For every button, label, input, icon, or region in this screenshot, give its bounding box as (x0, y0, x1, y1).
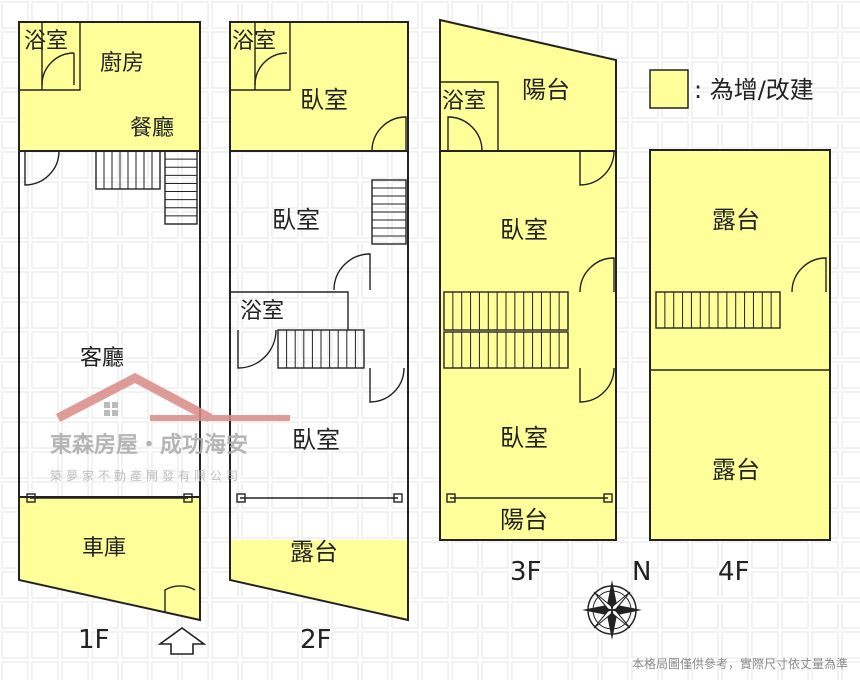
floor-label-4f: 4F (718, 557, 750, 587)
stairs-4f-steps (664, 292, 772, 328)
watermark-company: 東森房屋・成功海安 (50, 432, 248, 458)
stairs-1f-steps (103, 151, 197, 217)
room-label-3f-balcony-b: 陽台 (500, 506, 548, 534)
rail-end-2f-b (393, 493, 403, 503)
room-label-3f-balcony-a: 陽台 (522, 76, 570, 104)
room-label-3f-bedroom-a: 臥室 (500, 216, 548, 244)
door-swing-3f-balcony (579, 150, 615, 186)
compass-rose-icon (582, 580, 642, 640)
compass-label: N (632, 557, 651, 587)
bathroom-wall-1f (19, 22, 81, 91)
room-label-2f-bedroom-c: 臥室 (292, 426, 340, 454)
floor-label-1f: 1F (78, 625, 110, 655)
rail-end-1f-b (183, 493, 193, 503)
room-label-2f-bath: 浴室 (232, 29, 276, 54)
legend-swatch (649, 69, 689, 109)
door-swing-3f-bedroom-b (579, 367, 615, 403)
disclaimer-text: 本格局圖僅供參考，實際尺寸依丈量為準 (632, 656, 848, 671)
room-label-1f-living: 客廳 (80, 346, 124, 371)
floor-outline-4f (649, 149, 831, 541)
room-label-4f-terrace-a: 露台 (712, 206, 760, 234)
room-label-2f-bedroom-b: 臥室 (272, 206, 320, 234)
bathroom-wall-2f (230, 22, 291, 91)
legend: : 為增/改建 (649, 69, 814, 109)
rail-end-1f-a (26, 493, 36, 503)
addition-area-2f-bedroom (230, 22, 408, 151)
entrance-arrow-icon (157, 627, 207, 655)
room-label-3f-bedroom-b: 臥室 (500, 424, 548, 452)
stairs-2f-steps (286, 187, 406, 368)
room-label-1f-kitchen: 廚房 (100, 51, 144, 76)
addition-area-2f-terrace (230, 540, 408, 620)
door-swing-1f-entry (164, 585, 196, 612)
room-label-1f-dining: 餐廳 (130, 116, 174, 141)
compass: N (582, 557, 651, 640)
door-swing-3f-bath (447, 116, 483, 152)
door-swing-2f-bedroom (371, 116, 407, 152)
floor-outline-2f (229, 21, 409, 622)
door-swing-1f-bath (41, 52, 75, 86)
door-swing-2f-mid (333, 253, 371, 291)
floor-2f: 浴室 臥室 臥室 浴室 臥室 露台 2F (229, 21, 409, 655)
rail-end-3f-b (603, 493, 613, 503)
door-swing-2f-lower-bedroom (369, 367, 405, 403)
addition-area-4f (650, 150, 830, 540)
rail-end-3f-a (446, 493, 456, 503)
door-swing-2f-bath (254, 52, 288, 86)
stairs-3f-steps (452, 292, 560, 368)
floor-label-3f: 3F (510, 557, 542, 587)
room-label-2f-terrace: 露台 (290, 538, 338, 566)
watermark: 東森房屋・成功海安 築夢家不動產開發有限公司 (50, 372, 290, 483)
legend-text: : 為增/改建 (694, 76, 814, 104)
room-label-2f-bedroom-a: 臥室 (300, 86, 348, 114)
floor-3f: 陽台 浴室 臥室 臥室 陽台 3F (439, 18, 617, 587)
watermark-roof-icon (55, 372, 213, 422)
door-swing-1f-left (24, 150, 60, 186)
room-label-4f-terrace-b: 露台 (712, 456, 760, 484)
room-label-1f-garage: 車庫 (82, 536, 126, 561)
stairs-1f-b (164, 150, 198, 225)
door-swing-4f (791, 257, 827, 293)
door-swing-3f-bedroom-a (579, 257, 615, 293)
floor-outline-3f (439, 18, 617, 541)
rail-end-2f-a (236, 493, 246, 503)
room-label-3f-bath: 浴室 (442, 89, 486, 114)
door-swing-2f-lower-bath (237, 329, 277, 369)
watermark-slogan: 築夢家不動產開發有限公司 (50, 468, 242, 483)
floor-4f: 露台 露台 4F (649, 149, 831, 587)
floor-1f: 浴室 廚房 餐廳 客廳 車庫 1F (18, 21, 207, 655)
room-label-1f-bath: 浴室 (24, 29, 68, 54)
bathroom-wall-2f-lower (230, 291, 349, 330)
room-label-2f-bath-b: 浴室 (240, 299, 284, 324)
floor-label-2f: 2F (300, 625, 332, 655)
floor-outline-1f (18, 21, 201, 622)
bathroom-wall-3f (440, 81, 499, 151)
